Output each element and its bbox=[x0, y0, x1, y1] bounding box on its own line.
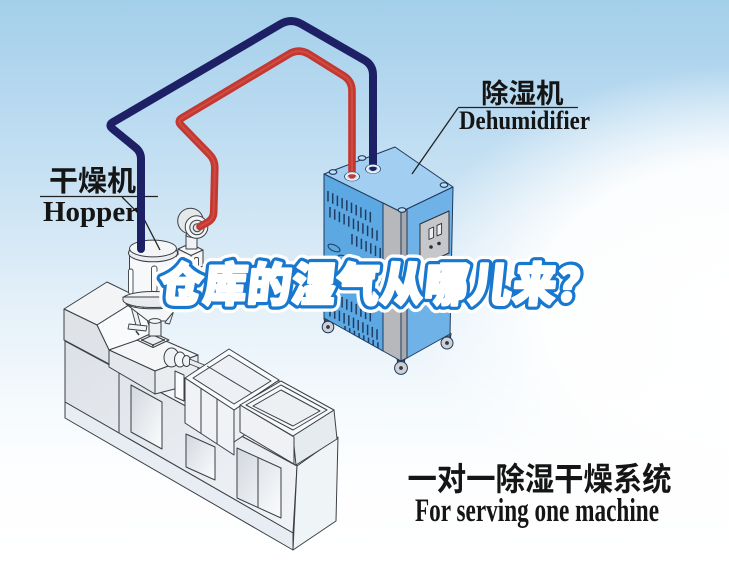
svg-text:For serving one machine: For serving one machine bbox=[415, 493, 659, 529]
svg-text:Hopper: Hopper bbox=[43, 196, 138, 228]
svg-text:Dehumidifier: Dehumidifier bbox=[459, 106, 590, 135]
